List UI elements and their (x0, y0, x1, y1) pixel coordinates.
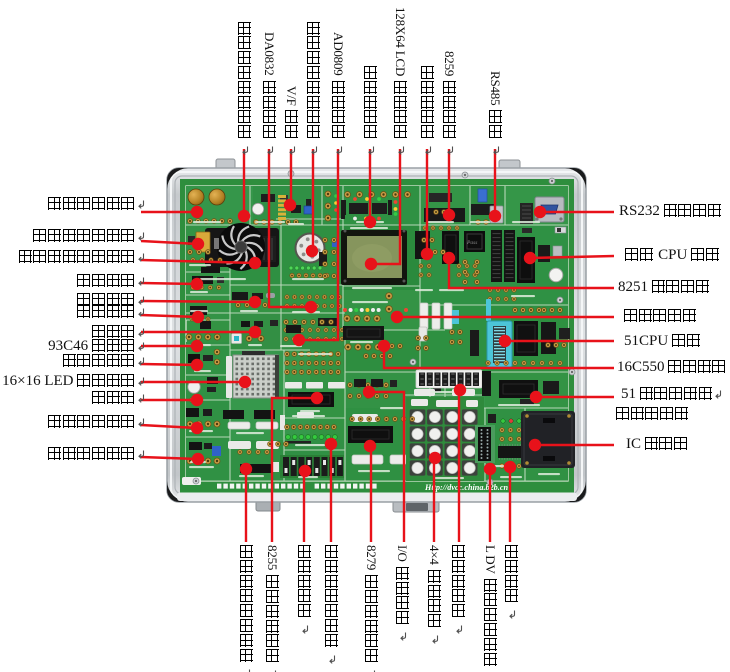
svg-text:Http://dvcc.china.b2b.cn: Http://dvcc.china.b2b.cn (424, 483, 508, 492)
svg-text:Pass: Pass (466, 240, 477, 246)
